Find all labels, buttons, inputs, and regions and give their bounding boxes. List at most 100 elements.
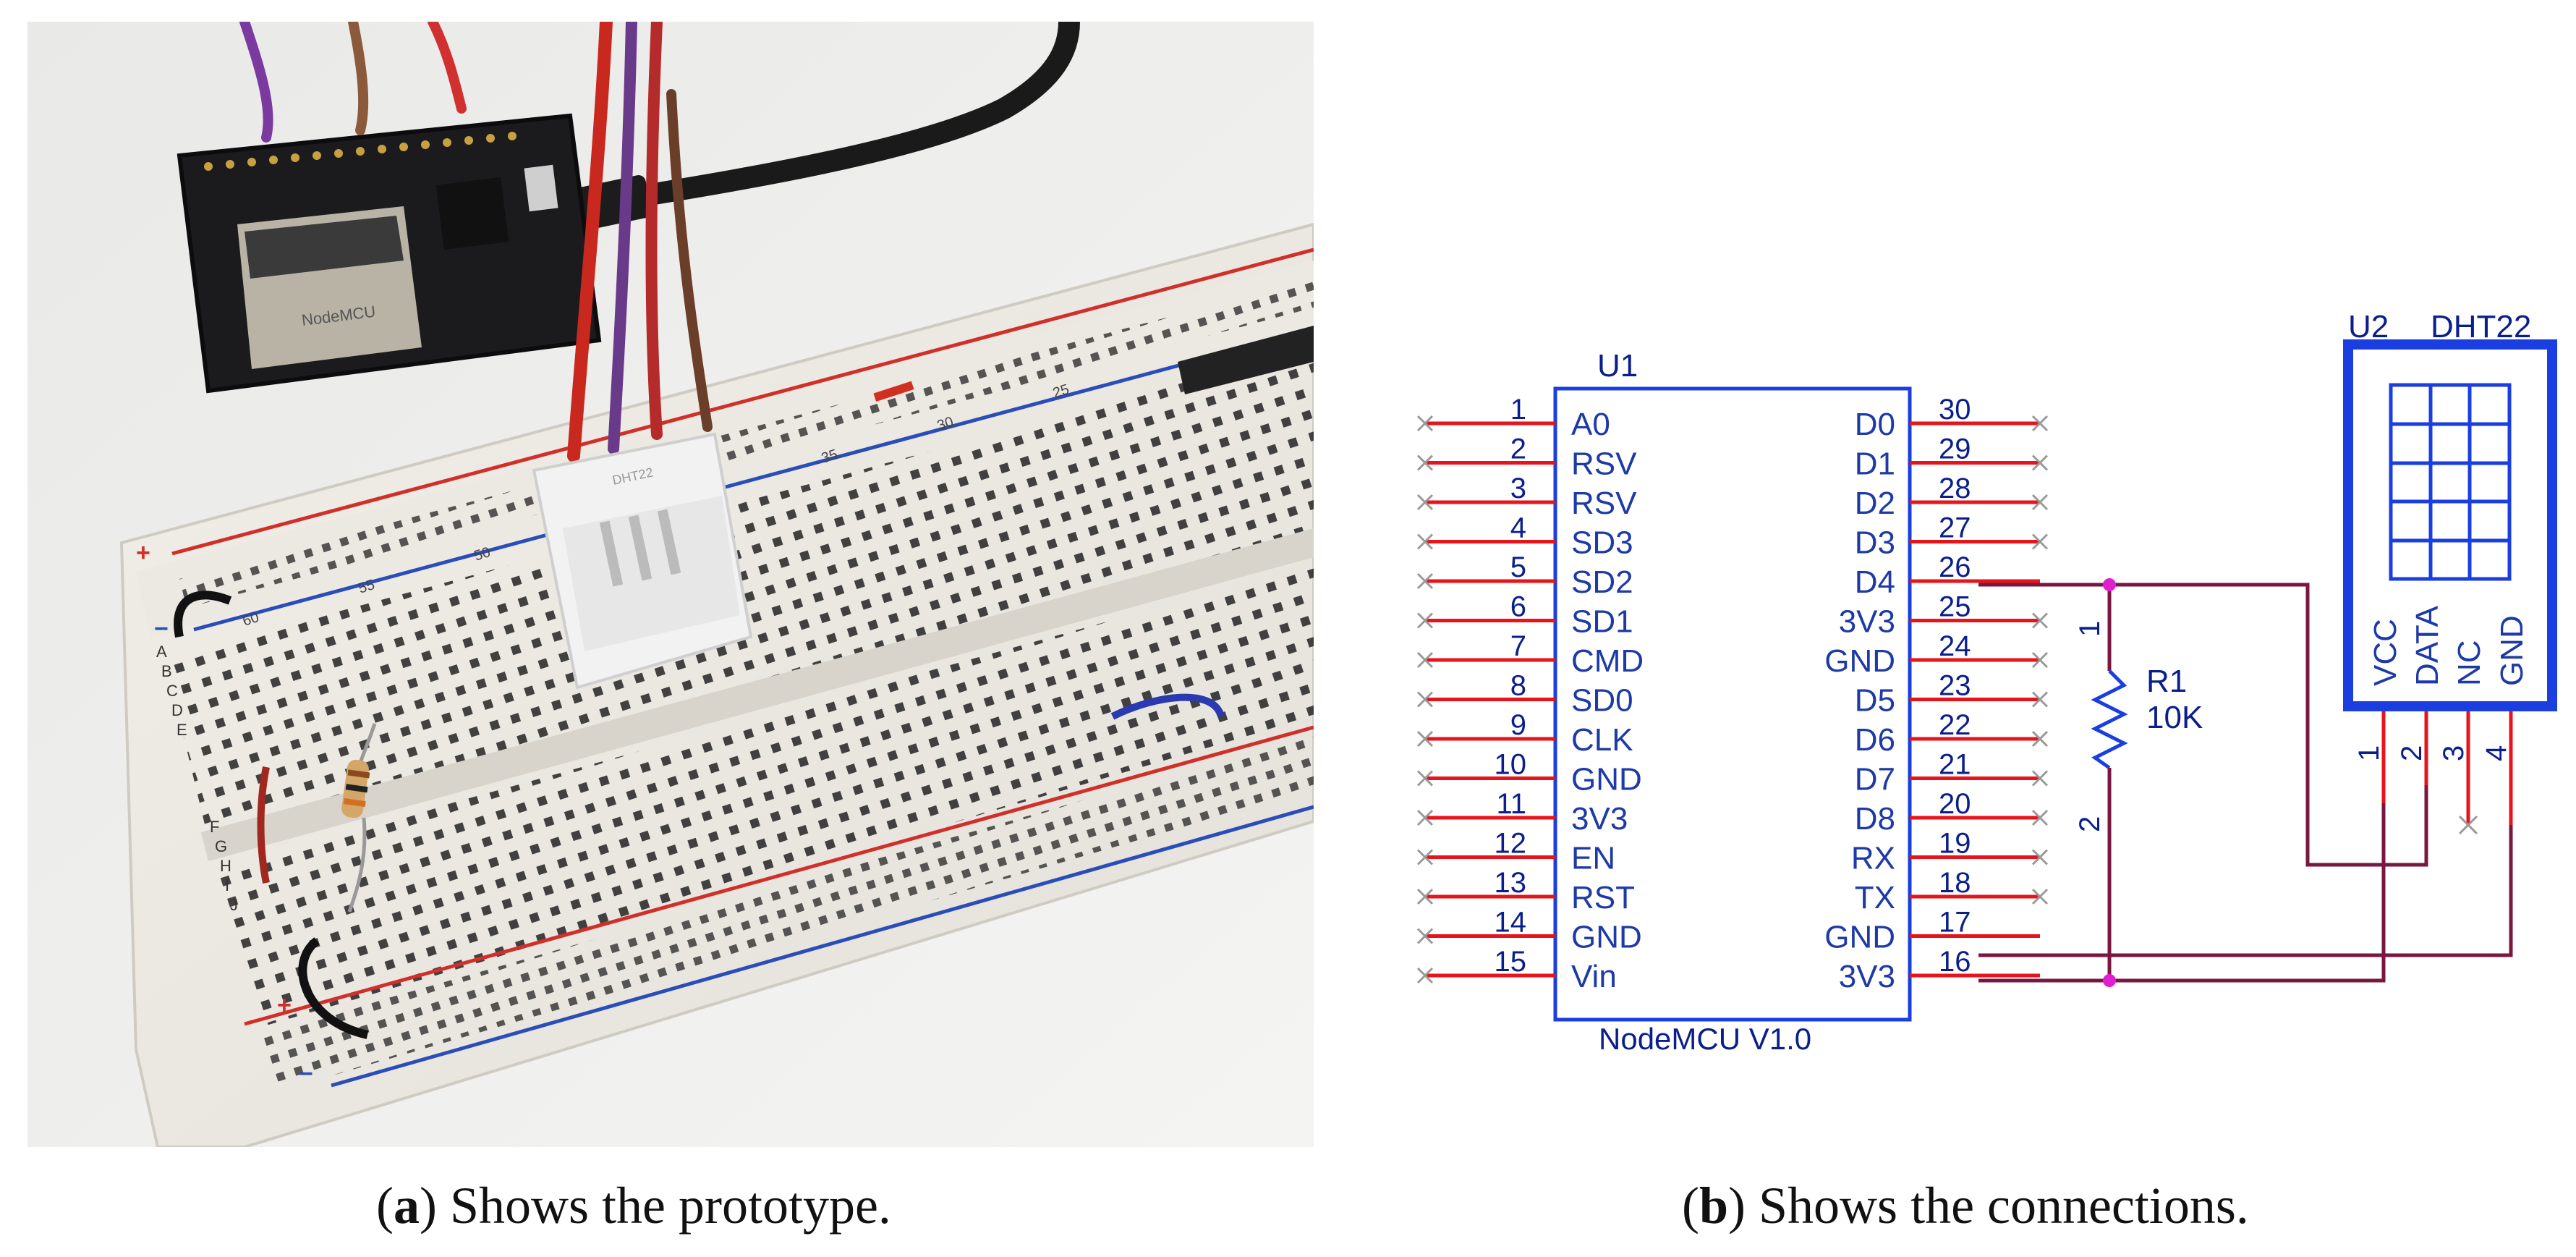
caption-a: (a) Shows the prototype.: [376, 1177, 891, 1235]
junction-dot: [2103, 578, 2116, 591]
pin-number: 21: [1939, 749, 1971, 781]
row-letters: A B C D E F G H I J: [156, 643, 238, 914]
pin-label: D0: [1855, 407, 1895, 442]
pin-number: 11: [1496, 788, 1526, 820]
pin-number: 9: [1510, 709, 1526, 741]
r1-value: 10K: [2146, 700, 2203, 735]
dht22-sensor: DHT22: [532, 432, 753, 690]
u2-pin-label: GND: [2494, 615, 2530, 686]
pin-number: 14: [1495, 907, 1527, 939]
pin-number: 16: [1939, 946, 1971, 978]
u2-pin-number: 4: [2481, 745, 2512, 761]
pin-label: SD1: [1571, 604, 1633, 640]
pin-label: D5: [1855, 683, 1895, 719]
pin-label: RSV: [1571, 486, 1637, 521]
pin-label: D8: [1855, 801, 1895, 837]
u1-ref: U1: [1597, 348, 1638, 384]
pin-label: 3V3: [1839, 959, 1895, 994]
no-connect-marker: [1416, 533, 1434, 550]
no-connect-marker: [1416, 770, 1434, 787]
pin-number: 2: [1510, 433, 1526, 465]
jumper-wire-black-top: [174, 591, 232, 638]
pin-label: D7: [1855, 762, 1895, 797]
pin-label: EN: [1571, 841, 1615, 876]
no-connect-marker: [1416, 415, 1434, 432]
pin-number: 3: [1510, 473, 1526, 504]
u2-pin-number: 2: [2396, 745, 2428, 761]
caption-a-text: ) Shows the prototype.: [419, 1177, 891, 1235]
pin-number: 1: [1510, 394, 1526, 426]
caption-b-text: ) Shows the connections.: [1728, 1177, 2249, 1235]
wire-gnd-gnd: [1978, 825, 2513, 957]
pin-number: 17: [1939, 907, 1971, 939]
no-connect-marker: [1416, 691, 1434, 708]
header-pin-strip: [1178, 326, 1314, 394]
u2-grid: [2389, 383, 2512, 581]
no-connect-marker: [1416, 494, 1434, 511]
pin-label: RST: [1571, 880, 1635, 915]
pin-label: 3V3: [1839, 604, 1895, 640]
u1-body: [1553, 386, 1912, 1022]
pin-label: D1: [1855, 446, 1895, 482]
u2-pin-number: 1: [2353, 745, 2385, 761]
no-connect-marker: [2031, 533, 2049, 550]
pin-number: 29: [1939, 433, 1971, 465]
wire-d4-data: [1978, 583, 2428, 867]
no-connect-marker: [2031, 691, 2049, 708]
u1-pin-row: 19 RX: [1851, 828, 2049, 876]
u2-pin-label: VCC: [2368, 619, 2403, 686]
caption-b: (b) Shows the connections.: [1682, 1177, 2249, 1235]
no-connect-marker: [1416, 651, 1434, 669]
u1-pin-row: 3 RSV: [1416, 473, 1637, 521]
pin-number: 26: [1939, 551, 1971, 583]
pin-number: 4: [1510, 512, 1526, 544]
pin-number: 5: [1510, 551, 1526, 583]
no-connect-marker: [2031, 849, 2049, 865]
no-connect-marker: [1416, 730, 1434, 748]
pin-number: 7: [1510, 630, 1526, 662]
pin-label: RX: [1851, 841, 1895, 876]
usb-cable: [597, 22, 1080, 213]
no-connect-marker: [1416, 888, 1434, 905]
caption-b-letter: b: [1699, 1177, 1729, 1235]
u1-pin-row: 29 D1: [1855, 433, 2049, 482]
pin-number: 28: [1939, 473, 1971, 504]
u2-pin-number: 3: [2438, 745, 2470, 761]
pin-label: Vin: [1571, 959, 1617, 994]
row-letter: G: [215, 837, 227, 855]
row-letter: F: [210, 818, 219, 836]
pin-number: 13: [1495, 867, 1527, 899]
pin-number: 10: [1495, 749, 1527, 781]
pin-number: 18: [1939, 867, 1971, 899]
row-letter: B: [161, 662, 172, 680]
u1-pin-row: 21 D7: [1855, 749, 2049, 797]
no-connect-marker: [1416, 454, 1434, 471]
pin-number: 19: [1939, 828, 1971, 860]
rail-sign: −: [299, 1060, 313, 1088]
no-connect-marker: [2031, 651, 2049, 669]
u1-pin-row: 16 3V3: [1839, 946, 2040, 994]
jumper-wire-blue: [1110, 693, 1225, 720]
row-letter: D: [171, 701, 183, 719]
pin-label: D6: [1855, 722, 1895, 758]
pin-label: SD2: [1571, 564, 1633, 600]
r1-ref: R1: [2146, 664, 2187, 699]
no-connect-marker: [1416, 809, 1434, 826]
no-connect-marker: [1416, 967, 1434, 984]
pin-label: RSV: [1571, 446, 1637, 482]
u2-pin-label: DATA: [2410, 606, 2445, 686]
jumper-wires: [239, 22, 713, 462]
jumper-wire-black-bottom: [298, 937, 369, 1039]
pin-label: GND: [1824, 920, 1895, 955]
pin-label: SD0: [1571, 683, 1633, 719]
u1-right-pins: 30D029D128D227D326D4253V324GND23D522D621…: [1824, 394, 2049, 994]
